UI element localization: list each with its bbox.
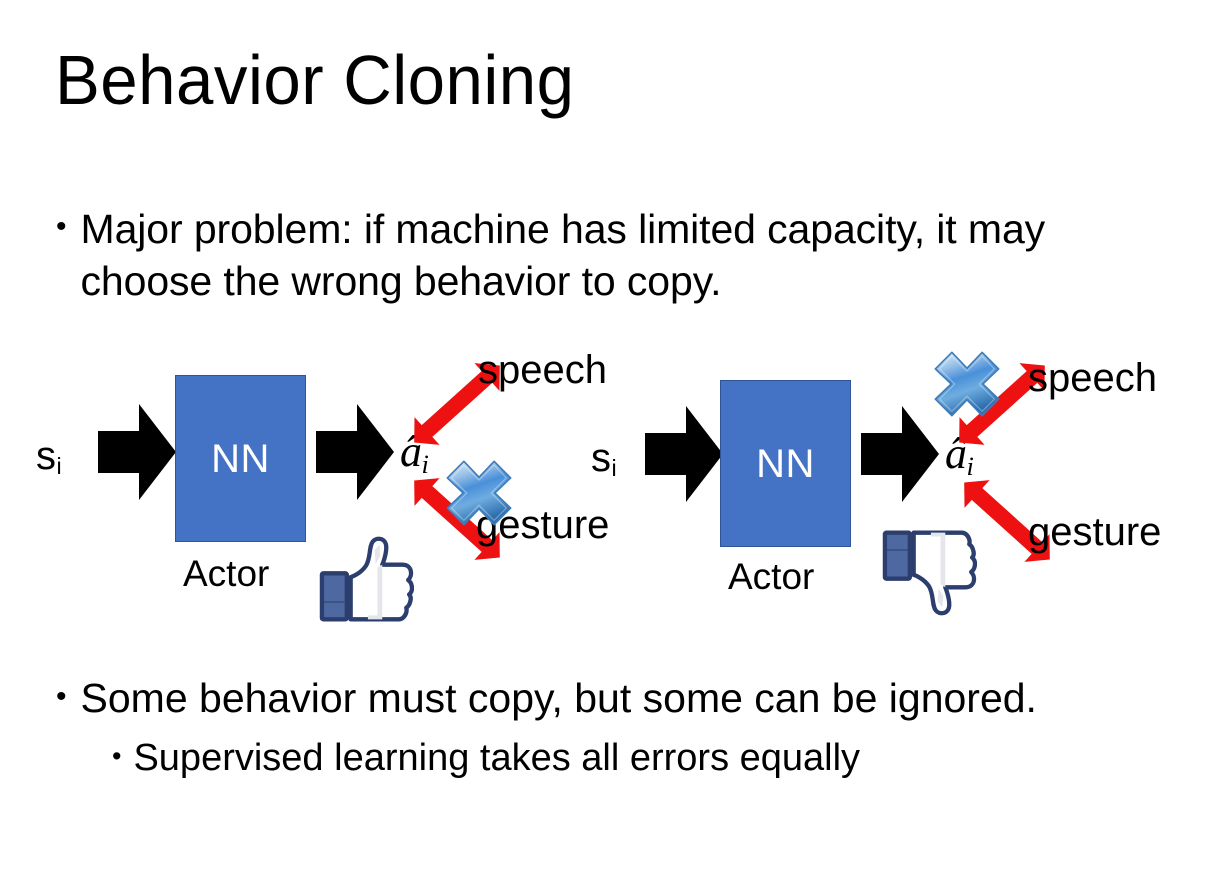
nn-box-label-right: NN: [756, 441, 815, 486]
page-title: Behavior Cloning: [55, 41, 575, 119]
bullet-text-3: Supervised learning takes all errors equ…: [133, 737, 861, 779]
nn-box-right: NN: [720, 380, 851, 547]
bullet-item-1: • Major problem: if machine has limited …: [56, 203, 1126, 308]
bullet-text-2: Some behavior must copy, but some can be…: [80, 675, 1037, 721]
branch-label-speech-left: speech: [478, 348, 607, 392]
output-arrow-left-icon: [316, 400, 394, 504]
actor-caption-left: Actor: [183, 553, 270, 594]
branch-arrow-speech-left-icon: [398, 345, 516, 463]
cross-out-x-speech-right-icon: [931, 348, 1003, 420]
nn-box-label-left: NN: [211, 436, 270, 481]
thumbs-down-icon: [881, 525, 977, 617]
diagram-panel-left: si NN Actor âi: [28, 340, 609, 640]
bullet-item-3: • Supervised learning takes all errors e…: [112, 735, 1172, 783]
state-label-right: si: [591, 436, 617, 482]
bullet-item-2: • Some behavior must copy, but some can …: [56, 673, 1166, 724]
bullet-marker-icon: •: [56, 210, 67, 243]
branch-label-speech-right: speech: [1028, 356, 1157, 400]
bullet-marker-icon: •: [112, 741, 122, 771]
output-arrow-right-icon: [861, 402, 939, 506]
input-arrow-left-icon: [98, 400, 176, 504]
cross-out-x-gesture-left-icon: [443, 457, 515, 529]
bullet-marker-icon: •: [56, 680, 67, 713]
branch-arrow-gesture-left-icon: [398, 460, 516, 578]
branch-arrow-gesture-right-icon: [948, 462, 1066, 580]
diagram-panel-right: si NN Actor âi: [573, 340, 1161, 640]
input-arrow-right-icon: [645, 402, 723, 506]
bullet-text-1: Major problem: if machine has limited ca…: [80, 206, 1046, 305]
branch-arrow-speech-right-icon: [943, 345, 1061, 463]
branch-label-gesture-right: gesture: [1028, 510, 1162, 554]
state-label-left: si: [36, 434, 62, 480]
nn-box-left: NN: [175, 375, 306, 542]
thumbs-up-icon: [318, 535, 414, 627]
actor-caption-right: Actor: [728, 556, 815, 597]
